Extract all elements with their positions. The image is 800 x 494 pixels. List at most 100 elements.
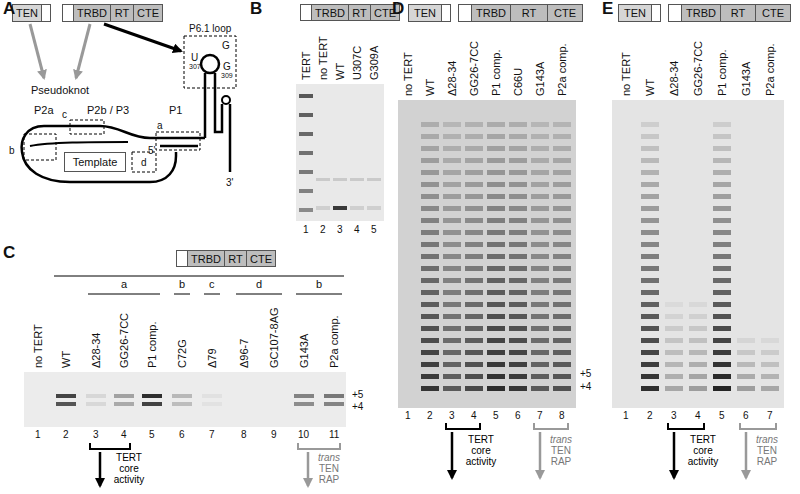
domain-name: RT bbox=[115, 7, 129, 19]
gel-band bbox=[86, 402, 106, 406]
gel-band bbox=[531, 350, 549, 355]
rna-strand bbox=[160, 145, 198, 148]
gel-band bbox=[443, 302, 461, 307]
domain-name: TRBD bbox=[476, 7, 506, 19]
activity-note: trans TEN RAP bbox=[752, 434, 782, 467]
gel-band bbox=[421, 146, 439, 151]
domain-name: RT bbox=[522, 7, 536, 19]
gel-band bbox=[553, 146, 571, 151]
gel-band bbox=[665, 350, 683, 355]
gel-band bbox=[443, 194, 461, 199]
gel-band bbox=[172, 402, 192, 406]
gel-background bbox=[612, 100, 784, 408]
annotation: 5' bbox=[148, 145, 155, 156]
gel-band bbox=[509, 122, 527, 127]
annotation: G bbox=[222, 40, 230, 51]
panel-label: A bbox=[3, 0, 15, 19]
gel-band bbox=[443, 254, 461, 259]
gel-band bbox=[641, 362, 659, 367]
lane-label: Δ28-34 bbox=[446, 61, 459, 96]
gel-band bbox=[641, 170, 659, 175]
annotation: b bbox=[179, 278, 185, 290]
gel-band bbox=[641, 158, 659, 163]
gel-images bbox=[24, 84, 784, 427]
gel-band bbox=[531, 278, 549, 283]
gel-band bbox=[665, 326, 683, 331]
gel-band bbox=[713, 350, 731, 355]
annotation: 5 bbox=[719, 410, 725, 421]
domain-name: CTE bbox=[137, 7, 159, 19]
lane-label: GG26-7CC bbox=[468, 41, 481, 96]
gel-band bbox=[641, 290, 659, 295]
gel-band bbox=[665, 302, 683, 307]
domain-box: RT bbox=[348, 4, 371, 21]
domain-name: Template bbox=[73, 156, 118, 168]
annotation: 10 bbox=[298, 429, 309, 440]
gel-band bbox=[761, 374, 779, 379]
lane-label: P2a comp. bbox=[556, 43, 569, 96]
gel-background bbox=[24, 372, 346, 427]
rna-strand bbox=[22, 126, 205, 182]
gel-band bbox=[713, 338, 731, 343]
bracket bbox=[90, 443, 130, 449]
domain-box: RT bbox=[224, 250, 247, 267]
gel-band bbox=[487, 242, 505, 247]
gel-band bbox=[465, 290, 483, 295]
gel-band bbox=[713, 158, 731, 163]
annotation: 4 bbox=[471, 410, 477, 421]
gel-band bbox=[689, 350, 707, 355]
gel-band bbox=[421, 338, 439, 343]
gel-band bbox=[443, 134, 461, 139]
lane-label: G143A bbox=[534, 62, 547, 96]
lane-label: WT bbox=[644, 79, 657, 96]
domain-name: TRBD bbox=[315, 7, 345, 19]
rna-loop bbox=[201, 55, 219, 73]
gel-band bbox=[509, 182, 527, 187]
lane-label: G143A bbox=[740, 62, 753, 96]
gel-band bbox=[689, 314, 707, 319]
gel-band bbox=[487, 350, 505, 355]
gel-band bbox=[299, 189, 313, 193]
annotation: P2a bbox=[34, 104, 54, 116]
gel-band bbox=[531, 302, 549, 307]
gel-band bbox=[553, 194, 571, 199]
gel-band bbox=[737, 350, 755, 355]
gel-band bbox=[737, 362, 755, 367]
gel-band bbox=[641, 350, 659, 355]
gel-band bbox=[421, 206, 439, 211]
gel-band bbox=[324, 402, 344, 406]
gel-background bbox=[296, 84, 384, 221]
annotation: 5 bbox=[149, 429, 155, 440]
annotation: 3 bbox=[449, 410, 455, 421]
gel-band bbox=[713, 230, 731, 235]
down-arrow bbox=[451, 432, 454, 478]
gel-band bbox=[487, 230, 505, 235]
gel-band bbox=[367, 206, 381, 210]
gel-band bbox=[509, 134, 527, 139]
rna-stem bbox=[215, 73, 222, 132]
gel-band bbox=[509, 194, 527, 199]
gel-band bbox=[421, 362, 439, 367]
gel-band bbox=[737, 386, 755, 391]
gel-band bbox=[553, 278, 571, 283]
gel-band bbox=[641, 374, 659, 379]
gel-band bbox=[324, 394, 344, 398]
gel-band bbox=[509, 338, 527, 343]
domain-box: CTE bbox=[547, 4, 583, 22]
group-line bbox=[88, 294, 160, 295]
annotation: 3 bbox=[671, 410, 677, 421]
gel-band bbox=[761, 362, 779, 367]
gel-band bbox=[421, 302, 439, 307]
annotation: 309 bbox=[221, 72, 233, 80]
gel-band bbox=[509, 266, 527, 271]
gel-band bbox=[421, 170, 439, 175]
annotation: 6 bbox=[179, 429, 185, 440]
lane-label: no TERT bbox=[402, 52, 415, 96]
gel-band bbox=[665, 314, 683, 319]
gel-band bbox=[689, 338, 707, 343]
activity-note: TERT core activity bbox=[458, 434, 504, 467]
gel-band bbox=[531, 230, 549, 235]
gel-band bbox=[531, 242, 549, 247]
gel-band bbox=[641, 146, 659, 151]
domain-name: CTE bbox=[250, 253, 272, 265]
